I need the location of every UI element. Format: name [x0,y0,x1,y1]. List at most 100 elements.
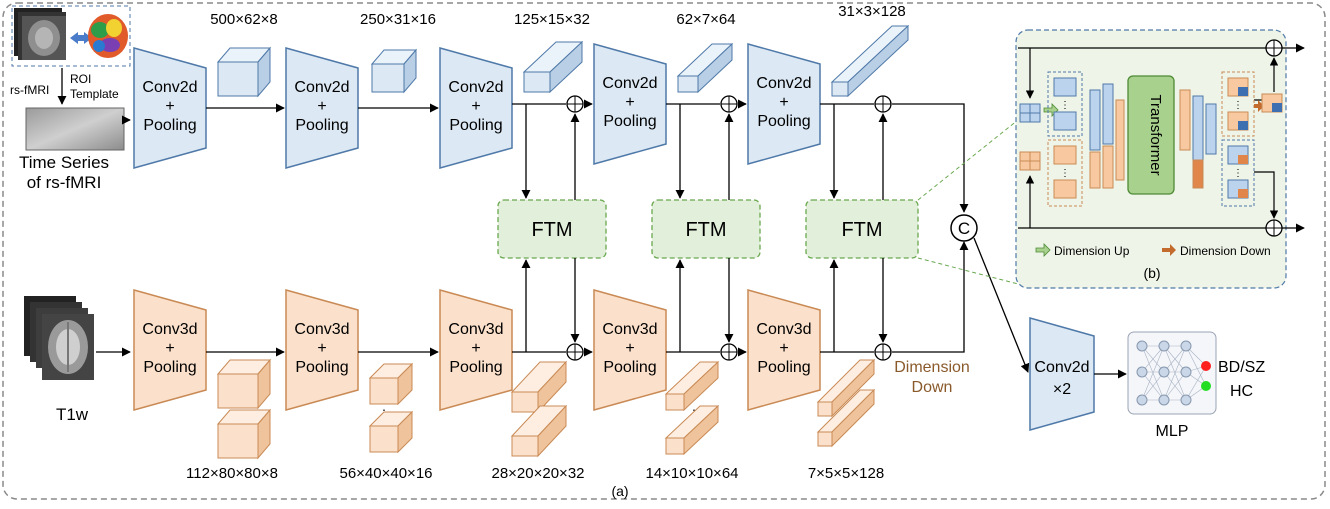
roi-label: ROI [70,72,91,86]
plus-label: + [625,94,634,111]
pooling-label: Pooling [295,359,348,376]
output-node-bd-sz [1201,361,1211,371]
conv2d-head-label: Conv2d [1034,359,1089,376]
ftm-label: FTM [531,219,572,241]
output-label-bd-sz: BD/SZ [1218,359,1265,376]
svg-text:⋮: ⋮ [1060,100,1070,111]
mlp-block [1127,331,1217,415]
conv2d-block-1: Conv2d + Pooling [133,47,207,169]
conv2d-block-3: Conv2d + Pooling [439,47,513,169]
sum-node-detail-bottom [1265,219,1283,237]
svg-text:⋮: ⋮ [1233,168,1243,179]
sum-node-bottom-3 [874,343,892,361]
conv2d-block-5: Conv2d + Pooling [747,43,821,165]
pooling-label: Pooling [757,113,810,130]
ftm-label: FTM [685,219,726,241]
conv2d-label: Conv2d [142,79,197,96]
sum-node-top-3 [874,95,892,113]
plus-label: + [317,98,326,115]
conv3d-block-3: Conv3d + Pooling [439,289,513,411]
plus-label: + [779,340,788,357]
feature-stack-bottom-3: ⋮ [510,360,568,458]
sum-node-bottom-1 [566,343,584,361]
feature-stack-bottom-2: ⋮ [368,362,414,454]
feature-cube-top-5 [830,24,910,98]
plus-label: + [471,98,480,115]
feature-cube-top-3 [522,40,584,94]
feature-cube-top-4 [676,42,734,94]
dim-bottom-1: 112×80×80×8 [186,465,278,482]
conv3d-block-4: Conv3d + Pooling [593,289,667,411]
transformer-label: Transformer [1147,94,1164,175]
ftm-label: FTM [841,219,882,241]
output-node-hc [1201,381,1211,391]
sum-node-top-2 [720,95,738,113]
dim-top-5: 31×3×128 [838,3,906,20]
feature-stack-bottom-4: ⋮ [664,360,720,456]
mlp-label: MLP [1156,423,1189,440]
conv2d-label: Conv2d [294,79,349,96]
dim-bottom-3: 28×20×20×32 [491,465,584,482]
plus-label: + [317,340,326,357]
plus-label: + [165,340,174,357]
time-series-image [25,107,125,151]
dim-top-2: 250×31×16 [360,11,436,28]
sum-node-bottom-2 [720,343,738,361]
dimension-down-arrow-icon [1254,100,1264,112]
time-series-label-2: of rs-fMRI [27,173,102,192]
template-label: Template [70,87,119,101]
dim-bottom-4: 14×10×10×64 [645,465,738,482]
svg-text:⋮: ⋮ [1060,168,1070,179]
legend-down-icon [1162,244,1176,256]
conv2d-block-2: Conv2d + Pooling [285,47,359,169]
t1w-input [24,296,94,380]
pooling-label: Pooling [295,117,348,134]
conv3d-label: Conv3d [756,321,811,338]
pooling-label: Pooling [449,359,502,376]
figure-caption-a: (a) [611,483,628,499]
double-arrow-icon [70,32,92,44]
dim-bottom-5: 7×5×5×128 [808,465,884,482]
dim-top-3: 125×15×32 [514,11,590,28]
dimension-down-label-2: Down [912,379,953,396]
pooling-label: Pooling [143,117,196,134]
ftm-block-1: FTM [497,199,607,259]
plus-label: + [625,340,634,357]
feature-cube-top-1 [216,46,272,98]
legend-dimension-down: Dimension Down [1180,244,1271,258]
transformer-block: Transformer [1127,75,1175,195]
conv3d-label: Conv3d [294,321,349,338]
output-token-merged [1261,93,1283,113]
outer-frame [2,2,1326,500]
feature-stack-bottom-5: ⋮ [816,358,876,448]
concat-symbol: C [958,219,970,238]
pooling-label: Pooling [757,359,810,376]
conv3d-block-5: Conv3d + Pooling [747,289,821,411]
input-token-blue [1019,103,1041,123]
legend-dimension-up: Dimension Up [1054,244,1130,258]
dim-top-1: 500×62×8 [210,11,278,28]
conv2d-label: Conv2d [448,79,503,96]
conv2d-head-block: Conv2d ×2 [1029,317,1095,431]
dimension-down-label-1: Dimension [894,359,970,376]
pooling-label: Pooling [603,359,656,376]
conv2d-label: Conv2d [756,75,811,92]
time-series-label-1: Time Series [19,153,109,172]
sum-node-detail-top [1265,39,1283,57]
rs-fmri-label: rs-fMRI [10,83,49,97]
pooling-label: Pooling [449,117,502,134]
legend-up-icon [1035,243,1051,257]
conv2d-block-4: Conv2d + Pooling [593,43,667,165]
conv3d-block-2: Conv3d + Pooling [285,289,359,411]
sum-node-top-1 [566,95,584,113]
ftm-block-2: FTM [651,199,761,259]
conv3d-block-1: Conv3d + Pooling [133,289,207,411]
plus-label: + [165,98,174,115]
output-label-hc: HC [1230,383,1253,400]
conv2d-label: Conv2d [602,75,657,92]
plus-label: + [471,340,480,357]
concat-node: C [950,214,978,242]
conv3d-label: Conv3d [602,321,657,338]
